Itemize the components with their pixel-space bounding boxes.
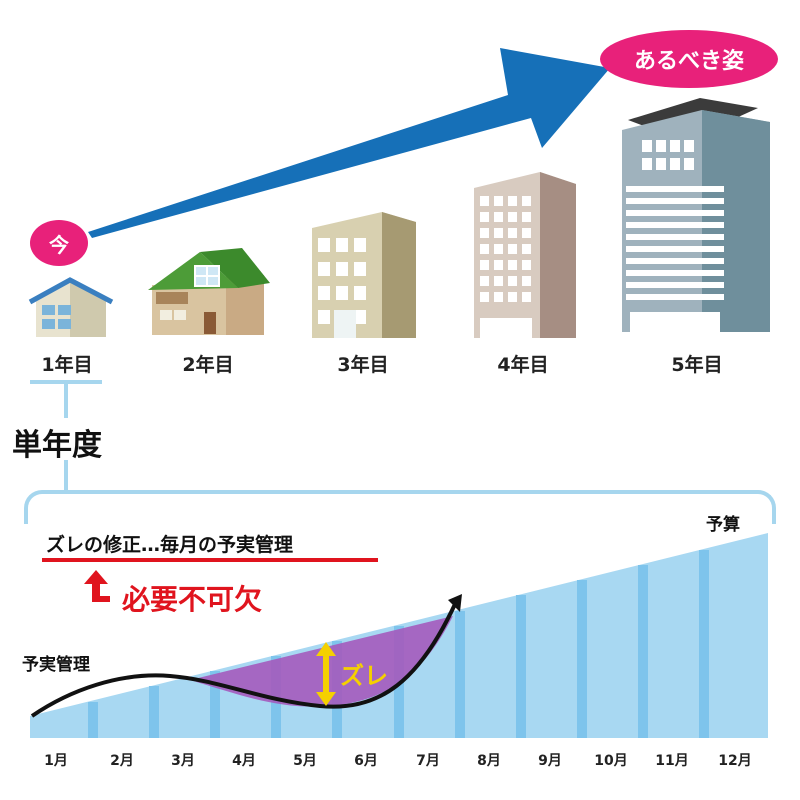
current-badge-text: 今 <box>49 232 69 257</box>
year-label-2: 2年目 <box>182 354 234 376</box>
connector-line-bottom <box>64 460 68 494</box>
month-label-4: 4月 <box>232 753 256 769</box>
goal-badge: あるべき姿 <box>600 30 778 88</box>
month-label-5: 5月 <box>293 753 317 769</box>
gap-double-arrow <box>316 642 336 706</box>
mid-rise-building-icon <box>312 212 416 338</box>
current-badge: 今 <box>30 220 88 266</box>
actual-label: 予実管理 <box>22 655 90 675</box>
house-large-icon <box>148 248 270 335</box>
month-label-1: 1月 <box>44 753 68 769</box>
year-label-5: 5年目 <box>671 354 723 376</box>
month-label-9: 9月 <box>538 753 562 769</box>
house-icon <box>28 277 114 337</box>
year-bracket <box>24 490 776 524</box>
actual-curve <box>30 601 458 718</box>
tall-building-icon <box>474 172 576 338</box>
year-label-1: 1年目 <box>41 354 93 376</box>
budget-label: 予算 <box>706 515 740 535</box>
gap-label: ズレ <box>340 662 388 690</box>
month-label-8: 8月 <box>477 753 501 769</box>
month-label-7: 7月 <box>416 753 440 769</box>
buildings <box>28 98 770 338</box>
connector-line-top <box>64 380 68 418</box>
skyscraper-icon <box>622 98 770 332</box>
single-year-label: 単年度 <box>12 428 102 463</box>
correction-text: ズレの修正…毎月の予実管理 <box>46 534 294 556</box>
goal-badge-text: あるべき姿 <box>633 49 744 74</box>
month-label-10: 10月 <box>594 753 628 769</box>
gap-region <box>190 616 453 707</box>
growth-arrow <box>88 48 610 238</box>
month-label-11: 11月 <box>655 753 689 769</box>
actual-curve-arrowhead <box>448 594 462 612</box>
year-label-3: 3年目 <box>337 354 389 376</box>
month-label-2: 2月 <box>110 753 134 769</box>
correction-underline <box>42 558 378 562</box>
essential-text: 必要不可欠 <box>122 583 263 616</box>
month-label-12: 12月 <box>718 753 752 769</box>
month-label-3: 3月 <box>171 753 195 769</box>
year-label-4: 4年目 <box>497 354 549 376</box>
month-label-6: 6月 <box>354 753 378 769</box>
alert-up-arrow <box>84 570 110 602</box>
